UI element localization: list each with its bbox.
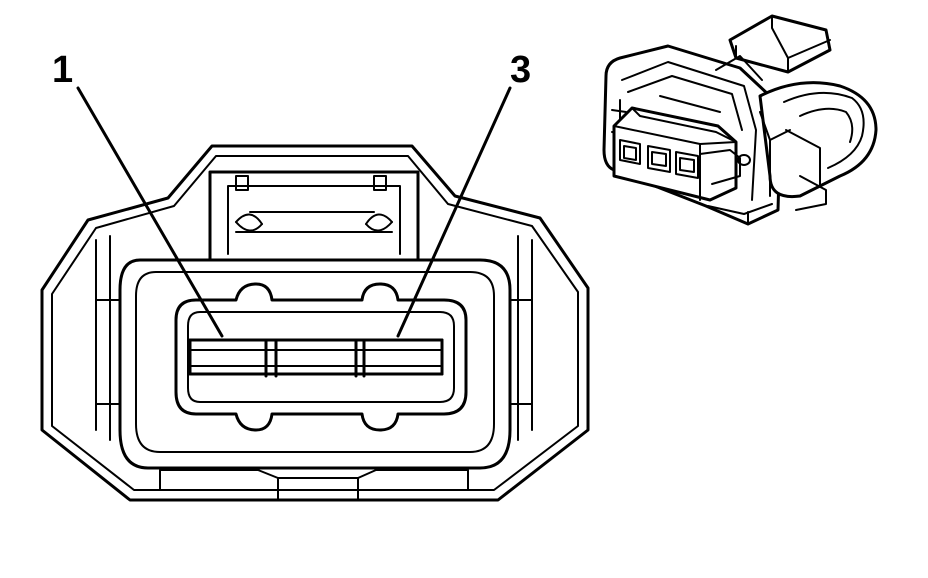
connector-isometric-view	[602, 14, 878, 226]
terminal-pin-3	[362, 338, 444, 376]
pin-cavity	[174, 282, 468, 432]
housing-side-ribs	[95, 235, 533, 441]
inner-shroud-outer	[118, 258, 512, 470]
connector-face-view: 1 3	[40, 49, 590, 502]
leader-line-pin-3	[396, 86, 512, 338]
terminal-pin-1	[188, 338, 268, 376]
inner-shroud-inner	[135, 271, 495, 453]
terminal-pin-2	[274, 338, 358, 376]
terminal-strip	[188, 338, 444, 378]
isometric-terminal-slots	[619, 139, 699, 179]
pin-label-1: 1	[52, 49, 73, 91]
latch-tab	[208, 170, 420, 262]
housing-inner-outline	[51, 155, 579, 491]
housing-outer-outline	[40, 144, 590, 502]
leader-line-pin-1	[76, 86, 224, 338]
housing-bottom-tabs	[159, 469, 469, 501]
pin-label-3: 3	[510, 49, 531, 91]
